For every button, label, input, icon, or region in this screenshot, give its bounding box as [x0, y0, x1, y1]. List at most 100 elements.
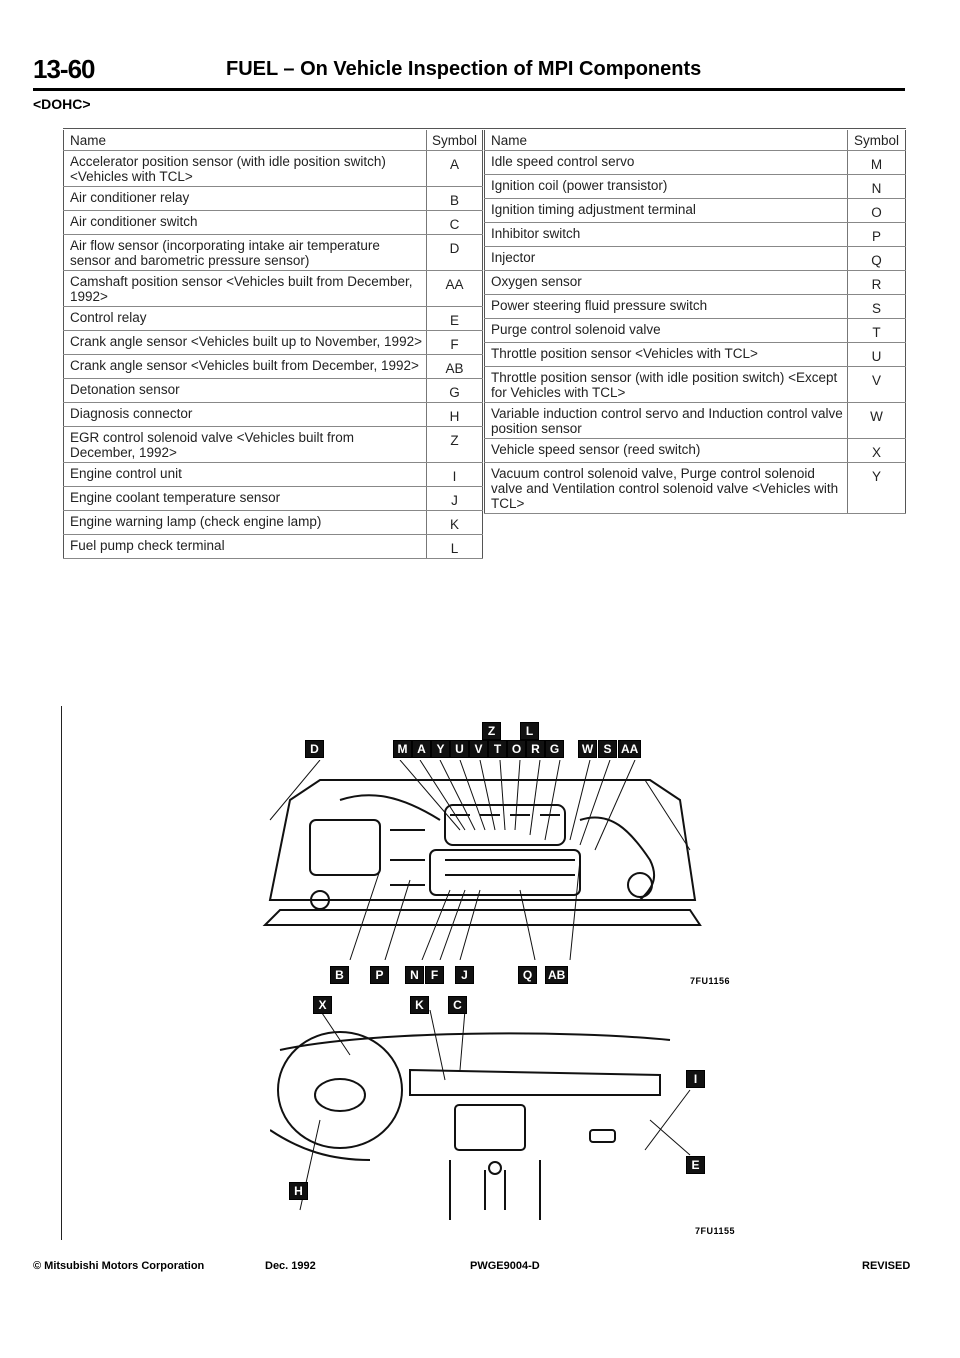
component-name: Purge control solenoid valve: [484, 318, 848, 343]
component-name: Inhibitor switch: [484, 222, 848, 247]
center-console-controls: [454, 1104, 526, 1151]
dash-top-line: [279, 1032, 671, 1051]
component-name: Engine control unit: [63, 462, 427, 487]
callout-m: M: [393, 740, 412, 758]
table-row: Variable induction control servo and Ind…: [484, 402, 906, 439]
footer-copyright: © Mitsubishi Motors Corporation: [33, 1260, 205, 1272]
callout-d: D: [305, 740, 324, 758]
component-symbol: V: [847, 366, 906, 403]
component-name: Crank angle sensor <Vehicles built from …: [63, 354, 427, 379]
callout-h: H: [289, 1182, 308, 1200]
figure-frame-left: [61, 706, 62, 1240]
callout-b: B: [330, 966, 349, 984]
table-row: EGR control solenoid valve <Vehicles bui…: [63, 426, 483, 463]
component-name: Air conditioner relay: [63, 186, 427, 211]
callout-j: J: [455, 966, 474, 984]
callout-w: W: [578, 740, 597, 758]
steering-wheel: [277, 1031, 403, 1149]
component-name: Vehicle speed sensor (reed switch): [484, 438, 848, 463]
callout-ab: AB: [545, 966, 569, 984]
component-symbol: T: [847, 318, 906, 343]
component-symbol: Q: [847, 246, 906, 271]
component-symbol: L: [426, 534, 483, 559]
bumper-outline: [262, 909, 702, 926]
table-row: Ignition coil (power transistor)N: [484, 174, 906, 199]
engine-bay-illustration: [262, 760, 702, 960]
component-symbol: B: [426, 186, 483, 211]
component-name: Vacuum control solenoid valve, Purge con…: [484, 462, 848, 514]
component-symbol: F: [426, 330, 483, 355]
component-name: Engine coolant temperature sensor: [63, 486, 427, 511]
callout-z: Z: [482, 722, 501, 740]
component-name: Variable induction control servo and Ind…: [484, 402, 848, 439]
component-name: Detonation sensor: [63, 378, 427, 403]
component-symbol: C: [426, 210, 483, 235]
intake-manifold: [444, 804, 566, 846]
hood-outline: [268, 779, 697, 901]
dash-panel: [409, 1068, 661, 1096]
component-symbol: I: [426, 462, 483, 487]
callout-t: T: [488, 740, 507, 758]
engine-block: [429, 849, 581, 896]
intake-duct: [339, 794, 441, 821]
battery: [309, 819, 381, 876]
footer-doc-code: PWGE9004-D: [470, 1260, 540, 1272]
callout-r: R: [526, 740, 545, 758]
callout-f: F: [425, 966, 444, 984]
component-symbol: X: [847, 438, 906, 463]
callout-v: V: [469, 740, 488, 758]
component-name: Air flow sensor (incorporating intake ai…: [63, 234, 427, 271]
section-title: FUEL – On Vehicle Inspection of MPI Comp…: [226, 58, 702, 80]
engine-variant-heading: <DOHC>: [33, 96, 91, 112]
component-symbol: D: [426, 234, 483, 271]
console-sides: [449, 1160, 541, 1220]
page-number: 13-60: [33, 54, 95, 84]
component-symbol: N: [847, 174, 906, 199]
component-name: Camshaft position sensor <Vehicles built…: [63, 270, 427, 307]
callout-p: P: [370, 966, 389, 984]
component-symbol: W: [847, 402, 906, 439]
callout-s: S: [598, 740, 617, 758]
table-row: Throttle position sensor (with idle posi…: [484, 366, 906, 403]
callout-e: E: [686, 1156, 705, 1174]
component-name: Crank angle sensor <Vehicles built up to…: [63, 330, 427, 355]
callout-x: X: [313, 996, 332, 1014]
component-symbol: A: [426, 150, 483, 187]
component-symbol: G: [426, 378, 483, 403]
callout-a: A: [412, 740, 431, 758]
table-row: Crank angle sensor <Vehicles built up to…: [63, 330, 483, 355]
callout-o: O: [507, 740, 526, 758]
table-row: Air flow sensor (incorporating intake ai…: [63, 234, 483, 271]
table-row: Vehicle speed sensor (reed switch)X: [484, 438, 906, 463]
component-symbol: M: [847, 150, 906, 175]
table-row: Vacuum control solenoid valve, Purge con…: [484, 462, 906, 514]
table-row: Accelerator position sensor (with idle p…: [63, 150, 483, 187]
table-row: Engine warning lamp (check engine lamp)K: [63, 510, 483, 535]
cap: [310, 890, 330, 910]
column-header-name: Name: [484, 130, 848, 151]
component-symbol: S: [847, 294, 906, 319]
table-row: Camshaft position sensor <Vehicles built…: [63, 270, 483, 307]
reservoir: [627, 872, 653, 898]
component-name: Throttle position sensor (with idle posi…: [484, 366, 848, 403]
header-rule: [33, 88, 905, 91]
component-symbol: K: [426, 510, 483, 535]
component-name: Ignition coil (power transistor): [484, 174, 848, 199]
table-row: Throttle position sensor <Vehicles with …: [484, 342, 906, 367]
component-symbol: AB: [426, 354, 483, 379]
figure-ref-cabin: 7FU1155: [695, 1226, 736, 1236]
callout-y: Y: [431, 740, 450, 758]
callout-l: L: [520, 722, 539, 740]
table-top-border: [63, 128, 906, 129]
component-name: Throttle position sensor <Vehicles with …: [484, 342, 848, 367]
